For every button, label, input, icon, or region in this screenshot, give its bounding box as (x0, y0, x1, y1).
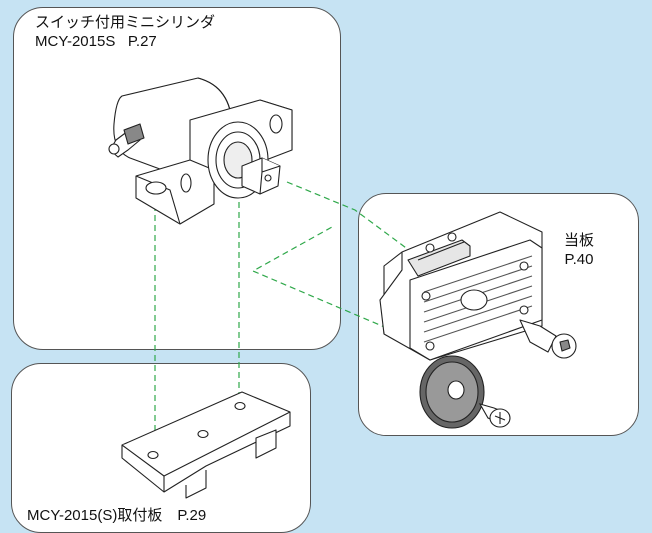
guide-line-top (286, 181, 426, 263)
stop-plate-label: 当板 P.40 (564, 231, 594, 269)
stop-plate-drawing (379, 211, 543, 361)
cylinder-model: MCY-2015S (35, 33, 116, 50)
washer-drawing (419, 355, 485, 429)
mounting-plate-caption: MCY-2015(S)取付板 P.29 (27, 507, 207, 524)
cylinder-label: スイッチ付用ミニシリンダ MCY-2015S P.27 (35, 13, 215, 51)
cap-screw-drawing (519, 319, 577, 359)
mounting-plate-drawing (121, 391, 291, 499)
pan-screw-drawing (478, 403, 511, 428)
mini-cylinder-drawing (108, 77, 293, 225)
stop-plate-page: P.40 (564, 251, 594, 268)
cylinder-name: スイッチ付用ミニシリンダ (35, 14, 216, 31)
mounting-plate-label: MCY-2015(S)取付板 P.29 (27, 506, 206, 525)
cylinder-page: P.27 (127, 33, 157, 50)
cylinder-model-page: MCY-2015S P.27 (35, 32, 215, 51)
stop-plate-name: 当板 (564, 232, 595, 249)
